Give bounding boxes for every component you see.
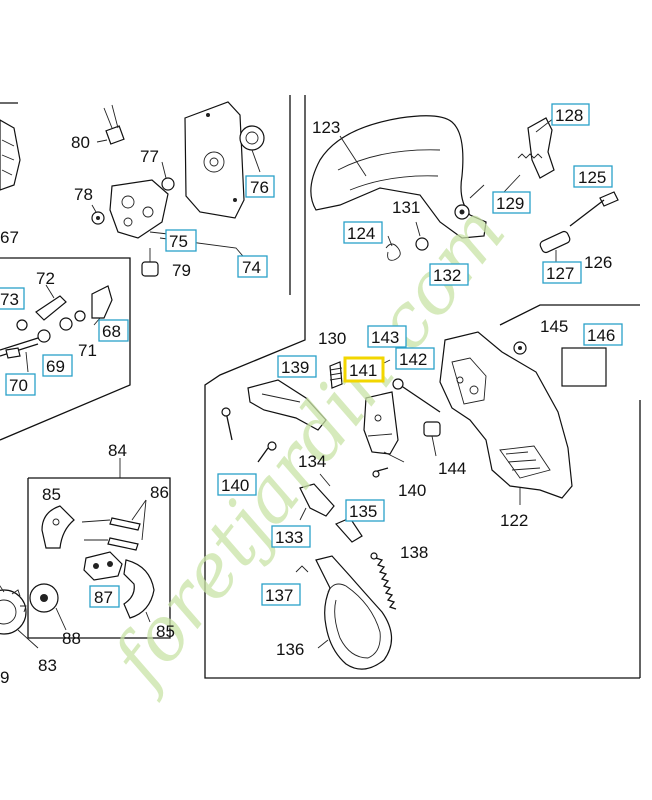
oil-pump-group (0, 101, 265, 277)
callout-125: 125 (573, 165, 613, 188)
label-72: 72 (36, 269, 55, 288)
label-131: 131 (392, 198, 420, 217)
label-140b: 140 (398, 481, 426, 500)
label-85b: 85 (156, 622, 175, 641)
label-136: 136 (276, 640, 304, 659)
label-79: 79 (172, 261, 191, 280)
callout-76: 76 (245, 175, 275, 198)
label-77: 77 (140, 147, 159, 166)
label-74: 74 (242, 258, 261, 277)
label-9: 9 (0, 668, 9, 687)
callout-127: 127 (542, 261, 582, 284)
label-138: 138 (400, 543, 428, 562)
label-78: 78 (74, 185, 93, 204)
callout-142: 142 (395, 347, 435, 370)
label-146: 146 (587, 326, 615, 345)
callout-143: 143 (367, 325, 407, 348)
label-144: 144 (438, 459, 466, 478)
label-84: 84 (108, 441, 127, 460)
label-143: 143 (371, 328, 399, 347)
label-140a: 140 (221, 476, 249, 495)
callout-74: 74 (237, 255, 268, 278)
label-129: 129 (496, 194, 524, 213)
callout-141-highlighted: 141 (343, 356, 385, 383)
label-70: 70 (9, 376, 28, 395)
callout-70: 70 (5, 373, 36, 396)
label-83: 83 (38, 656, 57, 675)
label-87: 87 (94, 588, 113, 607)
callout-133: 133 (271, 525, 311, 548)
callout-69: 69 (42, 354, 73, 377)
callout-124: 124 (343, 221, 383, 244)
label-139: 139 (281, 358, 309, 377)
label-86: 86 (150, 483, 169, 502)
label-127: 127 (546, 264, 574, 283)
label-73: 73 (0, 290, 19, 309)
label-142: 142 (399, 350, 427, 369)
label-122: 122 (500, 511, 528, 530)
callout-146: 146 (583, 323, 623, 346)
label-123: 123 (312, 118, 340, 137)
label-133: 133 (275, 528, 303, 547)
label-137: 137 (265, 586, 293, 605)
label-75: 75 (169, 232, 188, 251)
callout-128: 128 (551, 103, 590, 126)
label-125: 125 (578, 168, 606, 187)
label-80: 80 (71, 133, 90, 152)
frame-lines (0, 95, 641, 679)
callout-139: 139 (277, 355, 317, 378)
hose-group (0, 257, 113, 373)
label-68: 68 (102, 322, 121, 341)
label-132: 132 (433, 266, 461, 285)
callout-87: 87 (89, 585, 120, 608)
label-130: 130 (318, 329, 346, 348)
hand-guard-group (310, 115, 619, 262)
label-134: 134 (298, 452, 326, 471)
label-135: 135 (349, 502, 377, 521)
callout-140a: 140 (217, 473, 257, 496)
label-71: 71 (78, 341, 97, 360)
callout-137: 137 (261, 583, 301, 606)
label-88: 88 (62, 629, 81, 648)
label-128: 128 (555, 106, 583, 125)
callout-75: 75 (165, 229, 197, 252)
label-69: 69 (46, 357, 65, 376)
clutch-group (0, 458, 155, 649)
label-67: 67 (0, 228, 19, 247)
label-145: 145 (540, 317, 568, 336)
callout-132: 132 (429, 263, 469, 286)
label-124: 124 (347, 224, 375, 243)
callout-68: 68 (98, 319, 129, 342)
callout-129: 129 (492, 191, 531, 214)
chain-brake-group (221, 331, 607, 670)
label-141: 141 (349, 361, 377, 380)
callout-135: 135 (345, 499, 385, 522)
label-76: 76 (250, 178, 269, 197)
label-85a: 85 (42, 485, 61, 504)
callout-73: 73 (0, 287, 25, 310)
label-126: 126 (584, 253, 612, 272)
